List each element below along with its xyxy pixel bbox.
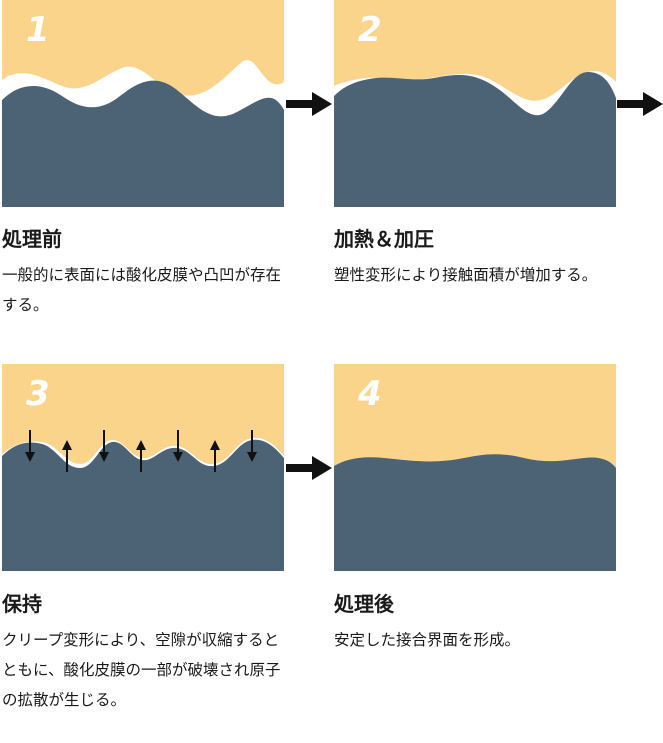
step-1-caption: 処理前 一般的に表面には酸化皮膜や凸凹が存在する。: [2, 226, 284, 320]
step-1-title: 処理前: [2, 227, 62, 251]
step-1-description: 一般的に表面には酸化皮膜や凸凹が存在する。: [2, 266, 282, 314]
step-4-caption: 処理後 安定した接合界面を形成。: [334, 591, 616, 655]
step-4-description: 安定した接合界面を形成。: [334, 631, 521, 649]
arrow-right-icon: [617, 92, 663, 116]
step-4-title: 処理後: [334, 592, 394, 616]
step-3-number: 3: [26, 374, 50, 414]
step-3-caption: 保持 クリープ変形により、空隙が収縮するとともに、酸化皮膜の一部が破壊され原子の…: [2, 591, 284, 715]
pressure-arrows: [25, 430, 257, 472]
upper-material: [2, 364, 284, 465]
step-3-description: クリープ変形により、空隙が収縮するとともに、酸化皮膜の一部が破壊され原子の拡散が…: [2, 631, 281, 709]
lower-material: [334, 454, 616, 571]
step-3-diagram: 3: [2, 364, 284, 571]
arrow-right-icon: [286, 92, 332, 116]
upper-material: [334, 0, 616, 101]
lower-material: [2, 439, 284, 571]
step-2-number: 2: [358, 10, 382, 50]
lower-material: [334, 72, 616, 207]
lower-material: [2, 80, 284, 207]
upper-material: [2, 0, 284, 96]
arrow-right-icon: [286, 456, 332, 480]
step-1-number: 1: [26, 10, 50, 50]
step-2-diagram: 2: [334, 0, 616, 207]
step-2-description: 塑性変形により接触面積が増加する。: [334, 266, 598, 284]
step-3-title: 保持: [2, 592, 42, 616]
step-2-title: 加熱＆加圧: [334, 227, 434, 251]
step-1-diagram: 1: [2, 0, 284, 207]
step-4-number: 4: [358, 374, 382, 414]
step-4-diagram: 4: [334, 364, 616, 571]
step-2-caption: 加熱＆加圧 塑性変形により接触面積が増加する。: [334, 226, 616, 290]
